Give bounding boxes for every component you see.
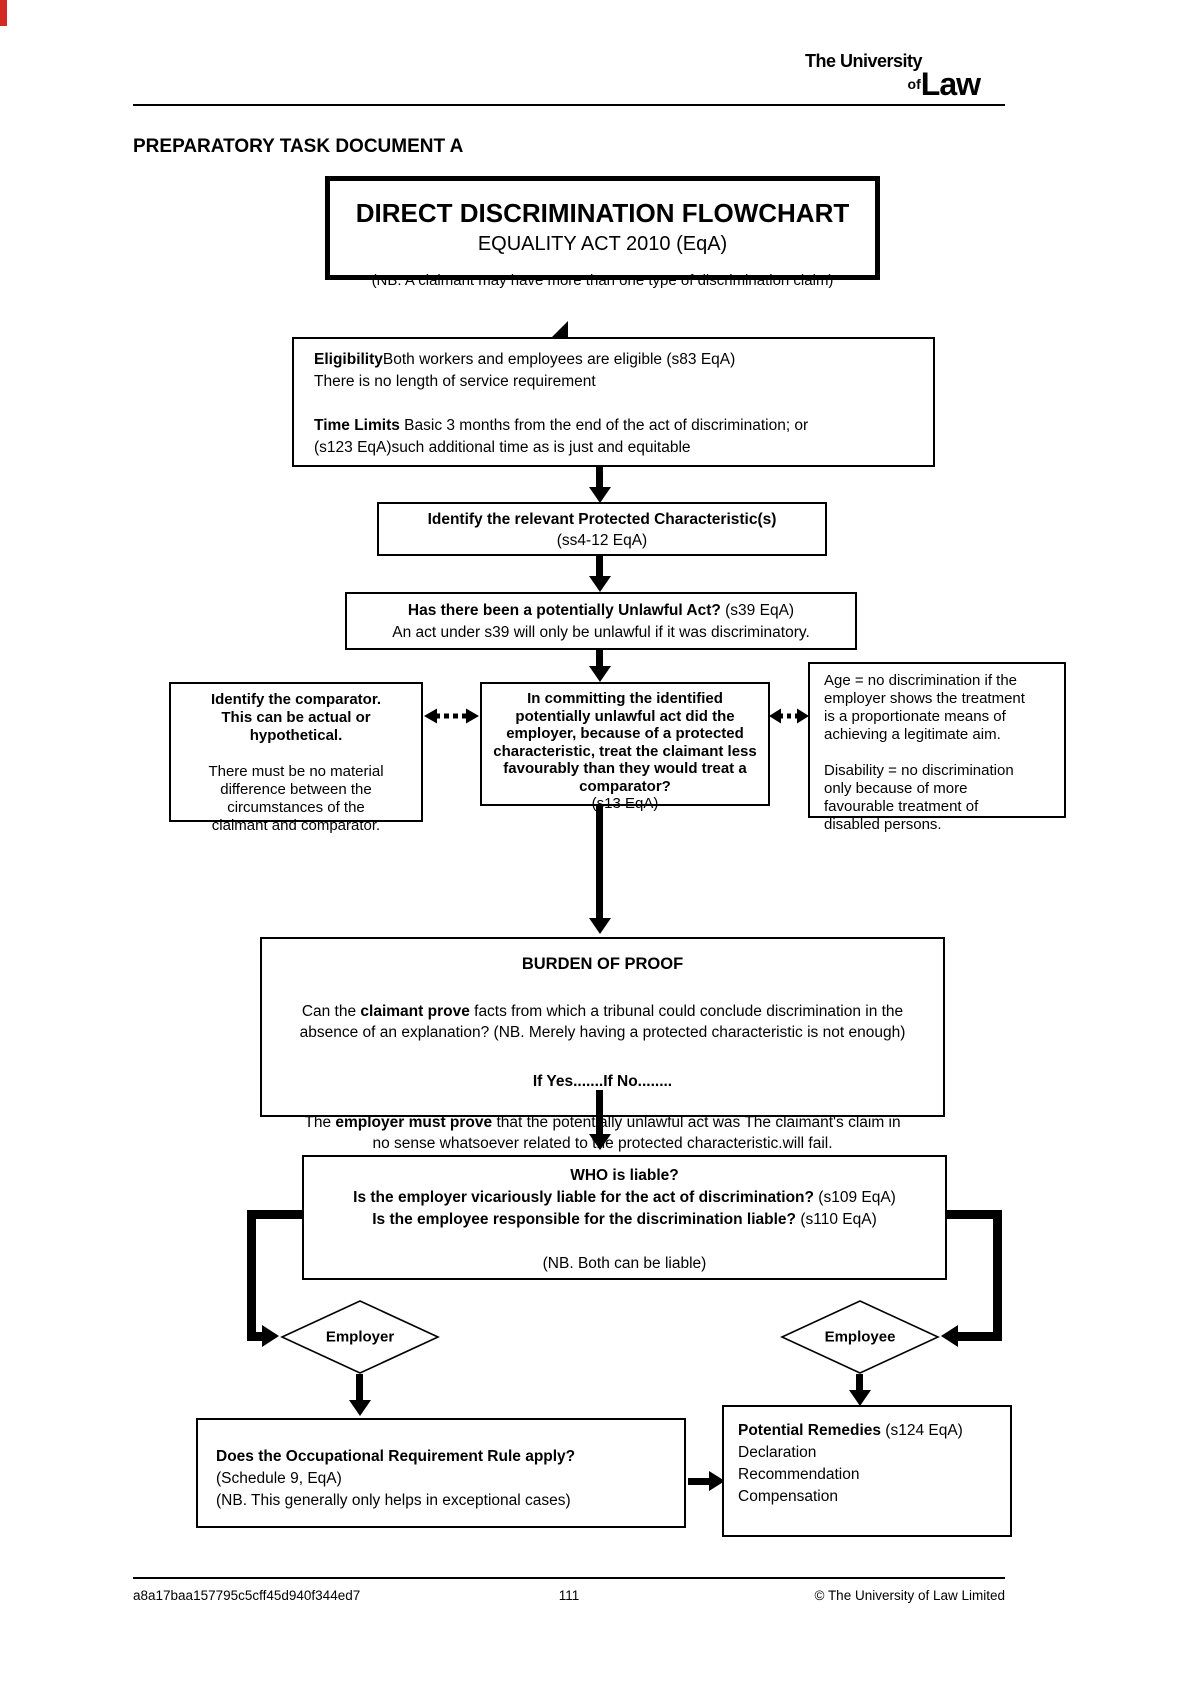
- nb-claim-note: (NB. A claimant may have more than one t…: [371, 272, 834, 289]
- protected-line2: (ss4-12 EqA): [556, 532, 648, 549]
- footer-document-id: a8a17baa157795c5cff45d940f344ed7: [133, 1588, 361, 1603]
- protected-line1: Identify the relevant Protected Characte…: [427, 511, 777, 528]
- burden-question: Can the claimant prove facts from which …: [299, 1003, 906, 1041]
- footer-copyright: © The University of Law Limited: [814, 1588, 1006, 1603]
- dashed-arrow-core-exceptions: [769, 708, 809, 724]
- unlawful-line2: An act under s39 will only be unlawful i…: [392, 624, 810, 641]
- burden-if-yes-no: If Yes.......If No........: [532, 1073, 673, 1090]
- footer: a8a17baa157795c5cff45d940f344ed7 111 © T…: [133, 1588, 1005, 1603]
- employer-diamond-shape: [280, 1300, 440, 1374]
- who-nb: (NB. Both can be liable): [542, 1255, 707, 1272]
- who-liable-box: WHO is liable? Is the employer vicarious…: [302, 1155, 947, 1280]
- comparator-rest-text: There must be no material difference bet…: [208, 763, 384, 834]
- remedies-title: Potential Remedies (s124 EqA): [738, 1422, 963, 1439]
- flowchart-title-box: DIRECT DISCRIMINATION FLOWCHART EQUALITY…: [325, 176, 880, 280]
- comparator-box: Identify the comparator. This can be act…: [169, 682, 423, 834]
- remedies-item-compensation: Compensation: [738, 1488, 838, 1505]
- page-edge-artifact: [0, 0, 7, 26]
- eligibility-line2: There is no length of service requiremen…: [314, 373, 596, 390]
- exceptions-age-text: Age = no discrimination if the employer …: [824, 672, 1025, 743]
- who-line1: Is the employer vicariously liable for t…: [353, 1189, 896, 1206]
- time-limits-line2: (s123 EqA)such additional time as is jus…: [314, 439, 691, 456]
- core-question-box: In committing the identified potentially…: [480, 682, 770, 812]
- employer-diamond: Employer: [280, 1300, 440, 1374]
- burden-of-proof-box: BURDEN OF PROOF Can the claimant prove f…: [260, 937, 945, 1117]
- occupational-line1: Does the Occupational Requirement Rule a…: [216, 1448, 576, 1465]
- flowchart-title: DIRECT DISCRIMINATION FLOWCHART: [355, 198, 850, 228]
- unlawful-line1: Has there been a potentially Unlawful Ac…: [407, 602, 795, 619]
- remedies-item-declaration: Declaration: [738, 1444, 817, 1461]
- connector-triangle-icon: [552, 321, 568, 337]
- footer-rule: [133, 1577, 1005, 1579]
- core-question-ref: (s13 EqA): [591, 795, 659, 812]
- burden-title: BURDEN OF PROOF: [521, 955, 684, 973]
- employer-diamond-label: Employer: [325, 1328, 395, 1346]
- eligibility-box: EligibilityBoth workers and employees ar…: [292, 337, 935, 467]
- time-limits-line1: Time Limits Basic 3 months from the end …: [314, 417, 809, 434]
- employee-diamond-shape: [780, 1300, 940, 1374]
- logo-line1: The University: [804, 51, 923, 71]
- comparator-bold-text: Identify the comparator. This can be act…: [210, 691, 382, 744]
- occupational-line3: (NB. This generally only helps in except…: [216, 1492, 571, 1509]
- flowchart-subtitle: EQUALITY ACT 2010 (EqA): [477, 233, 728, 255]
- protected-characteristics-box: Identify the relevant Protected Characte…: [377, 502, 827, 556]
- occupational-requirement-box: Does the Occupational Requirement Rule a…: [196, 1418, 686, 1528]
- core-question-text: In committing the identified potentially…: [493, 690, 757, 795]
- footer-page-number: 111: [558, 1588, 580, 1603]
- occupational-line2: (Schedule 9, EqA): [216, 1470, 342, 1487]
- university-of-law-logo: The University ofLaw: [740, 51, 981, 102]
- dashed-arrow-comparator-core: [424, 708, 479, 724]
- exceptions-disability-text: Disability = no discrimination only beca…: [824, 762, 1014, 833]
- potential-remedies-box: Potential Remedies (s124 EqA) Declaratio…: [722, 1405, 1012, 1537]
- eligibility-line1: EligibilityBoth workers and employees ar…: [314, 351, 736, 368]
- unlawful-act-box: Has there been a potentially Unlawful Ac…: [345, 592, 857, 650]
- logo-of: of: [907, 76, 921, 92]
- employee-diamond: Employee: [780, 1300, 940, 1374]
- header-rule: [133, 104, 1005, 106]
- page-title: PREPARATORY TASK DOCUMENT A: [133, 136, 464, 157]
- logo-law: Law: [920, 66, 981, 102]
- employee-diamond-label: Employee: [824, 1328, 896, 1346]
- who-line2: Is the employee responsible for the disc…: [372, 1211, 877, 1228]
- who-title: WHO is liable?: [570, 1167, 679, 1184]
- exceptions-box: Age = no discrimination if the employer …: [808, 662, 1066, 833]
- remedies-item-recommendation: Recommendation: [738, 1466, 860, 1483]
